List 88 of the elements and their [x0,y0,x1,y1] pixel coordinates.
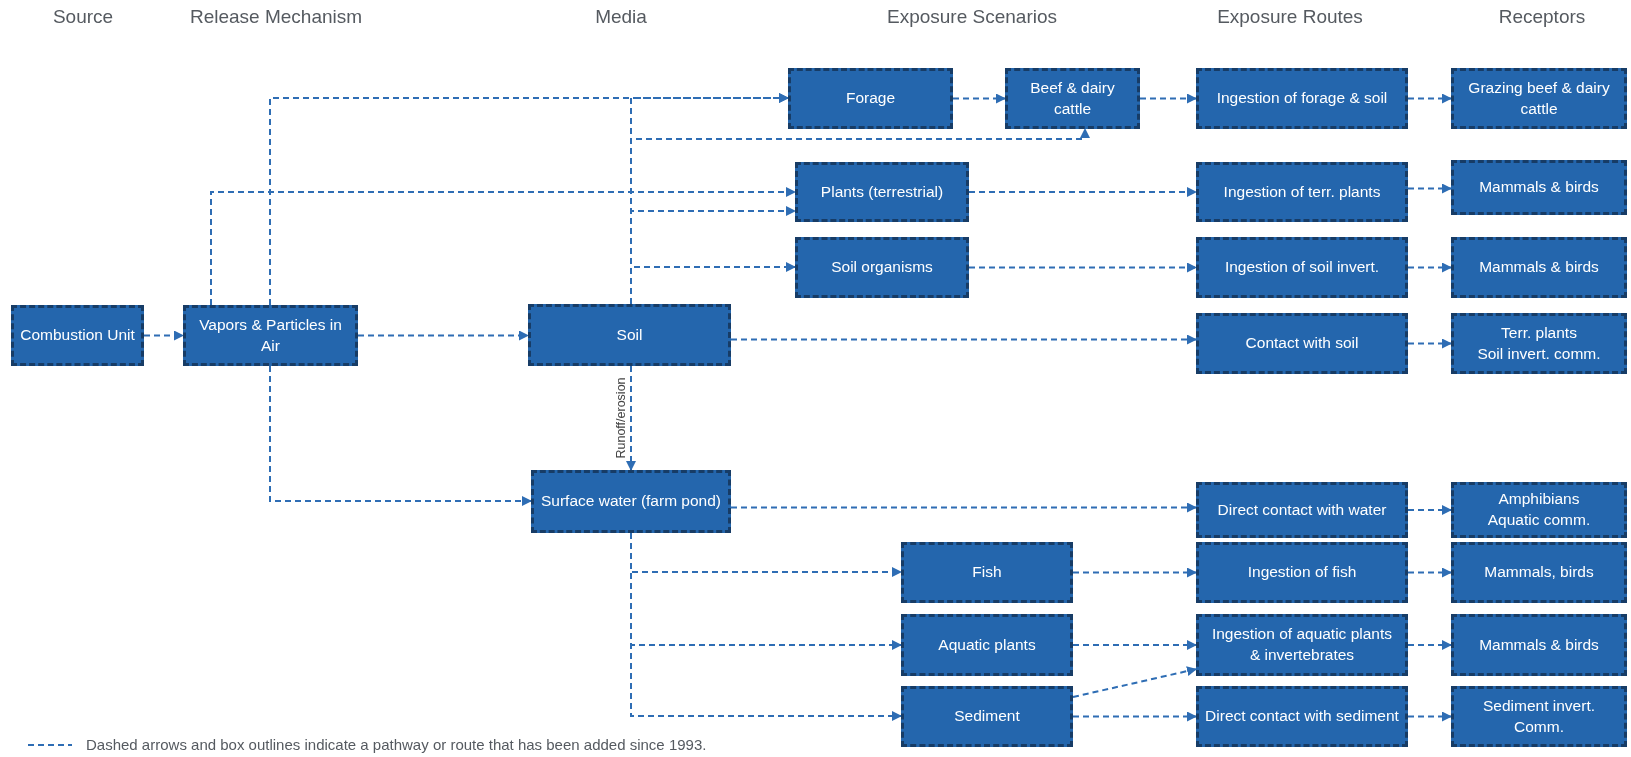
arrow [1072,640,1197,650]
box-label: Ingestion of forage & soil [1216,88,1388,109]
process-box [1451,542,1627,603]
arrow [626,365,636,471]
box-label: Aquatic plants [938,634,1036,655]
arrow [210,187,796,306]
arrow [1407,183,1452,194]
arrow [730,502,1197,513]
box-label: Mammals & birds [1479,634,1599,655]
process-box [11,305,144,366]
arrow [730,334,1197,345]
arrow [968,262,1197,273]
process-box [901,542,1073,603]
arrow [1139,93,1197,104]
process-box [1005,68,1140,129]
process-box [795,237,969,298]
column-heading: Receptors [1498,6,1586,28]
process-box [183,305,358,366]
box-label: Plants (terrestrial) [820,181,944,202]
arrow [143,330,184,341]
column-heading: Media [595,6,647,28]
box-label: Sediment invert. Comm. [1482,695,1596,737]
box-label: Soil invert. comm. [1477,343,1601,364]
column-heading: Source [52,6,114,28]
process-box [1196,162,1408,222]
process-box [531,470,731,533]
box-label: Mammals, birds [1484,562,1594,583]
box-label: Ingestion of aquatic plants & invertebrates [1210,624,1394,665]
arrow [1072,711,1197,722]
arrow [630,262,796,305]
box-label: Soil [616,324,643,345]
arrow [357,330,529,341]
arrow [269,365,532,506]
box-label: Direct contact with sediment [1205,706,1399,727]
box-label: Mammals & birds [1479,177,1599,198]
process-box [1451,313,1627,374]
process-box [1451,686,1627,747]
box-label: Forage [845,88,896,109]
arrow [1407,640,1452,650]
arrow [1407,338,1452,349]
box-label: Direct contact with water [1217,499,1387,520]
arrow [1407,93,1452,104]
process-box [1196,313,1408,374]
arrow [1072,666,1197,698]
process-box [788,68,953,129]
box-label: Sediment [954,706,1020,727]
arrow [1407,567,1452,578]
process-box [1451,482,1627,538]
box-label: Ingestion of terr. plants [1223,181,1381,202]
process-box [1451,68,1627,129]
box-label: Fish [972,562,1002,583]
arrow [1407,711,1452,722]
box-label: Amphibians [1498,489,1580,510]
column-heading: Exposure Scenarios [887,6,1057,28]
column-heading: Release Mechanism [189,6,363,28]
box-label: Combustion Unit [20,325,135,346]
box-label: Ingestion of soil invert. [1224,257,1380,278]
edge-label: Runoff/erosion [614,375,628,461]
box-label: Vapors & Particles in Air [198,314,343,356]
process-box [1196,482,1408,538]
process-box [901,686,1073,747]
box-label: Surface water (farm pond) [540,491,721,512]
arrow [1407,505,1452,515]
process-box [901,614,1073,676]
box-label: Mammals & birds [1479,257,1599,278]
arrow [1072,567,1197,578]
box-label: Soil organisms [831,257,933,278]
box-label: Aquatic comm. [1487,510,1591,530]
process-box [1196,686,1408,747]
arrow [968,187,1197,197]
arrow [1407,262,1452,273]
column-heading: Exposure Routes [1217,6,1363,28]
process-box [795,162,969,222]
box-label: Beef & dairy cattle [1029,77,1116,119]
process-box [528,304,731,366]
box-label: Contact with soil [1245,333,1359,354]
process-box [1196,237,1408,298]
process-box [1451,237,1627,298]
process-box [1196,68,1408,129]
process-box [1451,614,1627,676]
box-label: Ingestion of fish [1247,562,1357,583]
process-box [1451,160,1627,215]
process-box [1196,542,1408,603]
arrow [952,93,1006,104]
box-label: Grazing beef & dairy cattle [1467,77,1611,119]
box-label: Terr. plants [1501,322,1577,343]
process-box [1196,614,1408,676]
legend-text: Dashed arrows and box outlines indicate a pathway or route that has been added since 1993. [86,736,707,753]
